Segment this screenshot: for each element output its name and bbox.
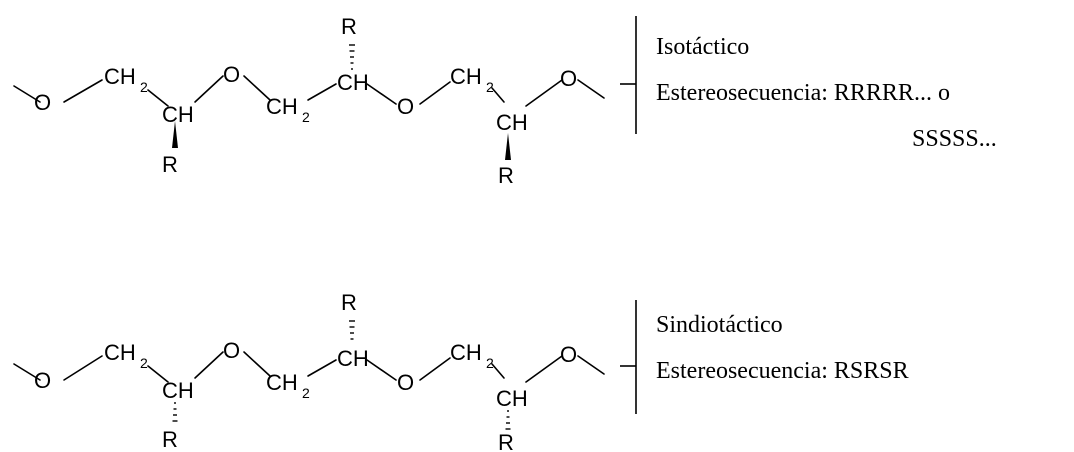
hashed-bond-1 bbox=[172, 402, 178, 422]
bond-ch2-ch-mid bbox=[307, 359, 337, 377]
bond-ch2-ch-right bbox=[491, 87, 505, 103]
bond-ch2-ch bbox=[147, 89, 169, 107]
isotactic-structure: O CH 2 CH R O CH 2 CH R O CH 2 CH R O bbox=[13, 14, 605, 188]
terminal-bond-right bbox=[577, 79, 605, 99]
ch-label: CH bbox=[162, 102, 194, 127]
r-label: R bbox=[498, 163, 514, 188]
bond-ch-o3 bbox=[366, 359, 397, 381]
ch2-label: CH bbox=[450, 64, 482, 89]
ch2-label: CH bbox=[266, 370, 298, 395]
bond-o1-ch2 bbox=[63, 355, 103, 381]
wedge-bond-3 bbox=[505, 133, 511, 160]
bond-o2-ch2 bbox=[243, 75, 271, 101]
oxygen-label: O bbox=[34, 90, 51, 115]
ch2-subscript: 2 bbox=[486, 355, 494, 371]
syndiotactic-sequence-line1: Estereosecuencia: RSRSR bbox=[656, 358, 909, 384]
oxygen-label: O bbox=[560, 342, 577, 367]
isotactic-sequence-line2: SSSSS... bbox=[912, 126, 997, 152]
syndiotactic-bracket bbox=[620, 300, 637, 414]
ch2-subscript: 2 bbox=[140, 79, 148, 95]
syndiotactic-title: Sindiotáctico bbox=[656, 312, 783, 338]
oxygen-label: O bbox=[397, 94, 414, 119]
isotactic-bracket bbox=[620, 16, 637, 134]
ch-label: CH bbox=[496, 386, 528, 411]
ch2-label: CH bbox=[104, 340, 136, 365]
oxygen-label: O bbox=[223, 338, 240, 363]
ch-label: CH bbox=[496, 110, 528, 135]
bond-o1-ch2 bbox=[63, 79, 103, 103]
oxygen-label: O bbox=[34, 368, 51, 393]
isotactic-sequence-line1: Estereosecuencia: RRRRR... o bbox=[656, 80, 950, 106]
bond-ch2-ch-right bbox=[491, 363, 505, 379]
bond-o3-ch2 bbox=[419, 357, 451, 381]
bond-o3-ch2 bbox=[419, 81, 451, 105]
ch-label: CH bbox=[162, 378, 194, 403]
syndiotactic-structure: O CH 2 CH R O CH 2 CH R O CH 2 CH R O bbox=[13, 290, 605, 452]
ch-label: CH bbox=[337, 346, 369, 371]
ch2-label: CH bbox=[266, 94, 298, 119]
ch2-label: CH bbox=[450, 340, 482, 365]
hashed-bond-2 bbox=[349, 44, 355, 70]
bond-ch-o3 bbox=[366, 83, 397, 105]
bond-ch2-ch bbox=[147, 365, 169, 383]
ch-label: CH bbox=[337, 70, 369, 95]
r-label: R bbox=[162, 427, 178, 452]
r-label: R bbox=[341, 290, 357, 315]
wedge-bond-1 bbox=[172, 121, 178, 148]
terminal-bond-left bbox=[13, 85, 41, 103]
ch2-subscript: 2 bbox=[302, 385, 310, 401]
bond-o2-ch2 bbox=[243, 351, 271, 377]
hashed-bond-3 bbox=[505, 410, 511, 430]
r-label: R bbox=[341, 14, 357, 39]
ch2-subscript: 2 bbox=[486, 79, 494, 95]
hashed-bond-2 bbox=[349, 320, 355, 340]
ch2-subscript: 2 bbox=[140, 355, 148, 371]
terminal-bond-left bbox=[13, 363, 41, 381]
bond-ch-o4 bbox=[525, 355, 563, 383]
bond-ch-o2 bbox=[194, 75, 224, 103]
oxygen-label: O bbox=[223, 62, 240, 87]
oxygen-label: O bbox=[560, 66, 577, 91]
ch2-subscript: 2 bbox=[302, 109, 310, 125]
ch2-label: CH bbox=[104, 64, 136, 89]
bond-ch-o2 bbox=[194, 351, 224, 379]
r-label: R bbox=[498, 430, 514, 452]
bond-ch2-ch-mid bbox=[307, 83, 337, 101]
r-label: R bbox=[162, 152, 178, 177]
isotactic-title: Isotáctico bbox=[656, 34, 749, 60]
bond-ch-o4 bbox=[525, 79, 563, 107]
terminal-bond-right bbox=[577, 355, 605, 375]
oxygen-label: O bbox=[397, 370, 414, 395]
